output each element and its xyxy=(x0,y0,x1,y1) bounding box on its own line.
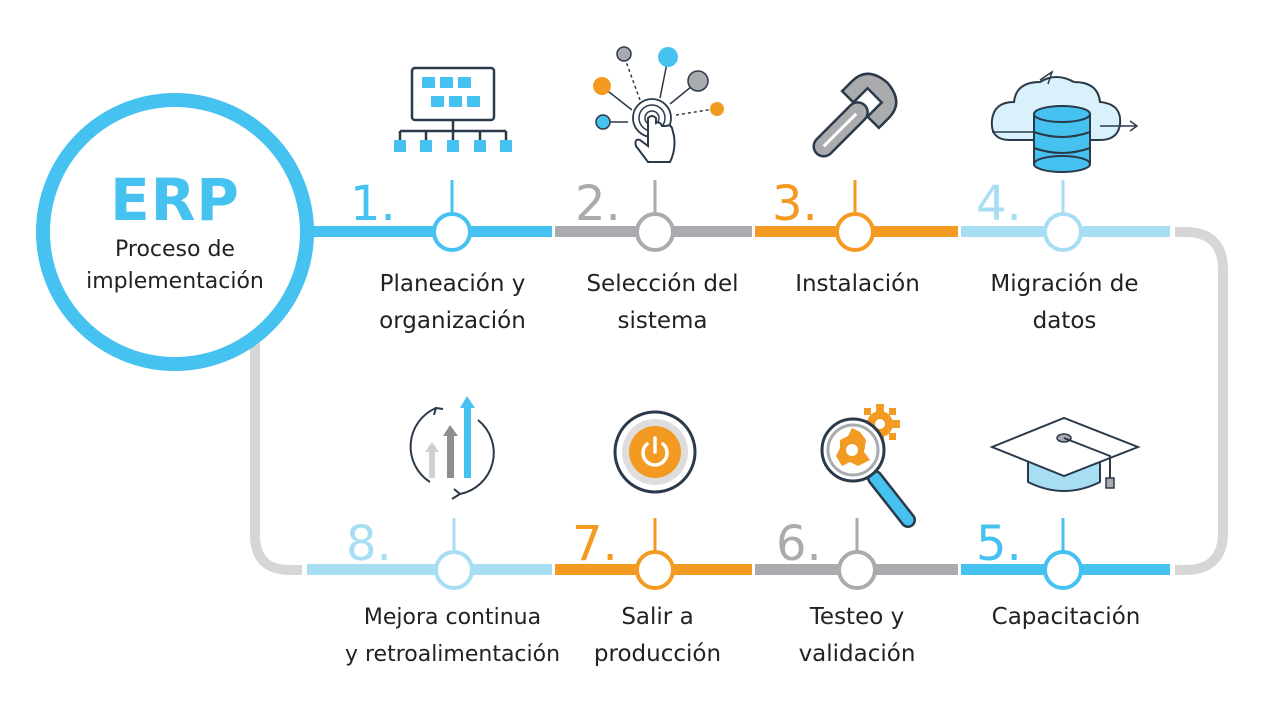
return-connector xyxy=(250,340,302,575)
graduation-cap-icon xyxy=(989,416,1141,492)
step-3-number: 3. xyxy=(772,176,818,232)
step-6-label-line1: Testeo y xyxy=(809,604,905,630)
step-4-label: Migración de datos xyxy=(962,266,1167,340)
step-7-label: Salir a producción xyxy=(560,599,755,673)
step-2-label-line1: Selección del xyxy=(586,271,739,297)
erp-subtitle-line1: Proceso de xyxy=(115,237,235,262)
erp-subtitle-line2: implementación xyxy=(86,269,264,294)
step-8-number: 8. xyxy=(346,516,392,572)
node-3 xyxy=(835,180,875,252)
step-3-label: Instalación xyxy=(760,266,955,303)
improvement-cycle-icon xyxy=(409,396,495,500)
step-4-label-line1: Migración de xyxy=(990,271,1139,297)
step-8-label-line1: Mejora continua xyxy=(363,605,542,630)
step-7-label-line1: Salir a xyxy=(621,604,694,630)
step-7-number: 7. xyxy=(572,516,618,572)
cloud-database-icon xyxy=(990,70,1139,173)
node-7 xyxy=(635,518,675,590)
step-3-label-line1: Instalación xyxy=(795,271,920,297)
step-5-label-line1: Capacitación xyxy=(991,604,1141,630)
erp-circle xyxy=(36,93,314,371)
touch-network-icon xyxy=(593,46,724,163)
node-8 xyxy=(434,518,474,590)
step-5-label: Capacitación xyxy=(962,599,1170,636)
step-1-label-line2: organización xyxy=(379,308,526,334)
org-chart-icon xyxy=(394,66,512,152)
step-6-label: Testeo y validación xyxy=(757,599,957,673)
node-5 xyxy=(1043,518,1083,590)
step-1-number: 1. xyxy=(350,176,396,232)
step-7-label-line2: producción xyxy=(593,641,722,667)
segment-8 xyxy=(307,564,552,575)
step-4-number: 4. xyxy=(976,176,1022,232)
segment-1 xyxy=(312,226,552,237)
erp-title: ERP xyxy=(110,166,240,234)
erp-subtitle: Proceso de implementación xyxy=(40,234,310,298)
power-button-icon xyxy=(613,410,697,494)
step-8-label-line2: y retroalimentación xyxy=(344,642,561,667)
step-5-number: 5. xyxy=(976,516,1022,572)
step-2-number: 2. xyxy=(575,176,621,232)
node-1 xyxy=(432,180,472,252)
magnifier-gear-icon xyxy=(820,404,916,528)
step-6-number: 6. xyxy=(776,516,822,572)
node-4 xyxy=(1043,180,1083,252)
step-1-label-line1: Planeación y xyxy=(379,271,526,297)
process-connector xyxy=(1175,227,1228,575)
wrench-icon xyxy=(812,72,898,158)
step-1-label: Planeación y organización xyxy=(350,266,555,340)
step-4-label-line2: datos xyxy=(1032,308,1097,334)
node-2 xyxy=(635,180,675,252)
step-8-label: Mejora continua y retroalimentación xyxy=(325,599,580,673)
step-2-label-line2: sistema xyxy=(617,308,708,334)
step-6-label-line2: validación xyxy=(798,641,916,667)
node-6 xyxy=(837,518,877,590)
step-2-label: Selección del sistema xyxy=(560,266,765,340)
